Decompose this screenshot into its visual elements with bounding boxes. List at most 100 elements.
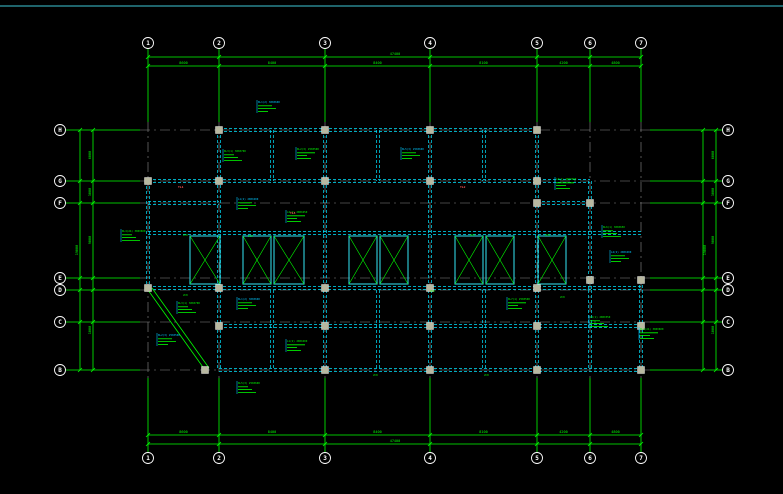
beam-annotation-text: KL5(3) 250X600: [238, 381, 260, 385]
axis-bubble-right-label: F: [726, 200, 730, 207]
column: [321, 284, 329, 292]
beam-mark: 2C8: [545, 233, 550, 237]
dim-tick: [90, 367, 96, 373]
dim-tick: [713, 127, 719, 133]
dim-tick: [534, 441, 540, 447]
dim-tick: [77, 127, 83, 133]
axis-bubble-bottom-label: 7: [639, 455, 643, 462]
axis-bubble-right-circle: [722, 197, 734, 209]
dim-tick: [700, 275, 706, 281]
beam-mark: 2C8: [470, 233, 475, 237]
column: [533, 199, 541, 207]
column: [144, 284, 152, 292]
dim-tick: [713, 367, 719, 373]
column: [533, 322, 541, 330]
beam-annotation-text: KL4(2A) 300X600: [122, 229, 146, 233]
dim-tick: [90, 287, 96, 293]
axis-bubble-bottom-label: 4: [428, 455, 432, 462]
beam-mark: 2C8: [484, 373, 489, 377]
beam-mark: 2C8: [248, 234, 253, 238]
dim-tick: [90, 200, 96, 206]
axis-bubble-right-circle: [722, 124, 734, 136]
beam-mark: 2C8: [183, 293, 188, 297]
axis-bubble-bottom-label: 3: [323, 455, 327, 462]
axis-bubble-right-circle: [722, 284, 734, 296]
axis-bubble-top-circle: [635, 37, 647, 49]
dim-text-top-segment: 8100: [479, 61, 487, 65]
beam-annotation-text: KL1(2) 300X600: [238, 297, 260, 301]
beam-mark: 2C8: [560, 295, 565, 299]
dim-text-left-overall: 19000: [75, 245, 79, 256]
axis-bubble-left-label: C: [58, 319, 62, 326]
beam-mark: 2C8: [430, 289, 435, 293]
shaft-cross: [454, 235, 484, 285]
axis-bubble-bottom-circle: [531, 452, 543, 464]
dim-text-bottom-segment: 8600: [179, 430, 187, 434]
column: [426, 322, 434, 330]
dim-tick: [216, 441, 222, 447]
axis-bubble-top-label: 2: [217, 40, 221, 47]
dim-tick: [77, 275, 83, 281]
dim-text-right-segment: 3000: [711, 188, 715, 196]
axis-bubble-bottom-circle: [319, 452, 331, 464]
column: [321, 366, 329, 374]
axis-bubble-right-label: C: [726, 319, 730, 326]
dim-tick: [90, 127, 96, 133]
dim-tick: [427, 441, 433, 447]
column: [321, 126, 329, 134]
axis-bubble-top-label: 3: [323, 40, 327, 47]
shaft-opening: [348, 235, 378, 285]
shaft-cross: [242, 235, 272, 285]
column: [426, 126, 434, 134]
axis-bubble-right-circle: [722, 364, 734, 376]
dim-tick: [700, 287, 706, 293]
column: [426, 366, 434, 374]
column: [637, 276, 645, 284]
axis-bubble-left-label: F: [58, 200, 62, 207]
dim-tick: [145, 441, 151, 447]
dim-text-bottom-segment: 8100: [479, 430, 487, 434]
axis-bubble-right-label: E: [726, 275, 730, 282]
dim-tick: [322, 441, 328, 447]
dim-tick: [77, 200, 83, 206]
axis-bubble-left-label: G: [58, 178, 62, 185]
dim-text-right-overall: 19000: [703, 245, 707, 256]
axis-bubble-left-label: H: [58, 127, 62, 134]
axis-bubble-top-label: 7: [639, 40, 643, 47]
shaft-opening: [379, 235, 409, 285]
dim-tick: [700, 367, 706, 373]
axis-bubble-top-circle: [584, 37, 596, 49]
beam-annotation-text: KL1(2) 300X600: [258, 100, 280, 104]
dim-tick: [587, 63, 593, 69]
beam-annotation-text: L4(2) 200X400: [611, 250, 632, 254]
dim-tick: [77, 178, 83, 184]
dim-tick: [587, 54, 593, 60]
dim-tick: [145, 63, 151, 69]
dim-tick: [713, 319, 719, 325]
shaft-opening: [454, 235, 484, 285]
shaft-opening: [273, 235, 305, 285]
beam-annotation-text: KL6(1) 300X650: [603, 225, 625, 229]
dim-tick: [713, 287, 719, 293]
column: [426, 284, 434, 292]
column: [215, 284, 223, 292]
dim-tick: [90, 178, 96, 184]
dim-tick: [77, 367, 83, 373]
axis-bubble-right-label: D: [726, 287, 730, 294]
axis-bubble-left-label: B: [58, 367, 62, 374]
dim-tick: [216, 54, 222, 60]
axis-bubble-right-label: H: [726, 127, 730, 134]
beam-annotation-text: KL3(1) 300X700: [178, 301, 200, 305]
dim-text-bottom-segment: 8400: [373, 430, 381, 434]
dim-tick: [638, 54, 644, 60]
axis-bubble-top-label: 5: [535, 40, 539, 47]
column: [321, 177, 329, 185]
beam-annotation-text: L3(1) 200X500: [556, 177, 577, 181]
dim-tick: [700, 200, 706, 206]
dim-text-bottom-segment: 8400: [268, 430, 276, 434]
axis-bubble-left-circle: [54, 124, 66, 136]
beam-annotation-text: KL3(1) 300X700: [224, 149, 246, 153]
beam-annotation-text: KL7(1) 250X500: [508, 297, 530, 301]
